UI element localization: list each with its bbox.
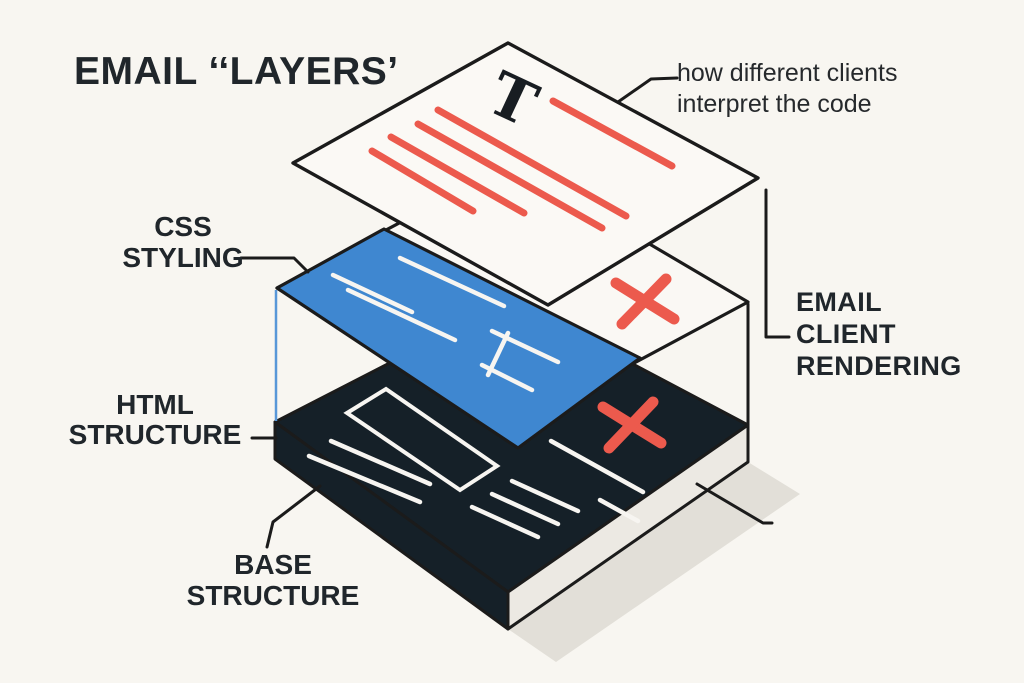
label-line: BASE [234,549,312,580]
css-styling-layer [275,227,642,450]
wireframe-line [548,438,646,495]
css-rule-line [345,287,458,343]
css-styling-label: CSS STYLING [100,211,266,273]
x-mark-icon [597,396,667,454]
css-glyph-line [479,362,535,393]
label-line: HTML [116,389,194,420]
base-structure-label: BASE STRUCTURE [178,549,368,611]
label-line: STYLING [122,242,244,273]
wireframe-line [509,478,581,514]
wireframe-line [597,497,641,524]
email-client-rendering-label: EMAIL CLIENT RENDERING [796,286,962,382]
wireframe-line [328,438,433,487]
label-line: CLIENT [796,319,896,349]
text-content-layer: T [291,41,760,307]
base-structure-connector-line [265,484,322,549]
css-rule-line [330,272,415,315]
label-line: STRUCTURE [68,419,242,450]
base-structure-layer [273,298,750,631]
label-line: RENDERING [796,351,962,381]
text-line [549,97,676,170]
text-sheet [291,41,760,307]
x-stroke [616,273,672,330]
text-line [434,106,630,220]
label-line: CSS [154,211,212,242]
x-mark-icon [610,273,680,330]
text-line [368,147,477,215]
css-sheet [275,227,642,450]
css-rule-line [397,255,507,309]
css-styling-connector-line [239,256,310,274]
wireframe-line [469,504,541,540]
text-line [414,120,606,232]
annotation-connector-line [616,76,679,104]
annotation-line: how different clients [677,59,898,87]
text-line [387,133,528,217]
wireframe-line [489,491,561,527]
slab-pointer-line [695,482,774,525]
label-line: EMAIL [796,287,882,317]
wireframe-line [306,453,423,505]
css-glyph-line [489,328,561,365]
slab-drop-shadow [508,462,800,662]
client-rendering-connector-line [764,188,791,339]
annotation-line: interpret the code [677,90,872,118]
annotation-note: how different clients interpret the code [677,58,898,120]
wireframe-box [343,386,501,493]
html-structure-label: HTML STRUCTURE [56,390,254,450]
x-stroke [603,396,659,454]
label-line: STRUCTURE [186,580,360,611]
diagram-title: EMAIL ‘‘LAYERS’ [74,50,399,93]
